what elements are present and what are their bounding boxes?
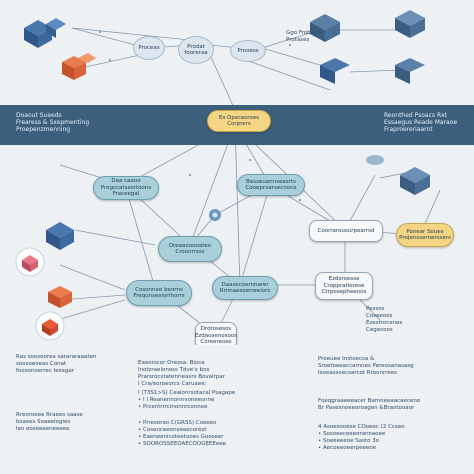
band2-center-list: I (T3S1>S) Cealonrsotacal Psagape • I I … bbox=[138, 390, 236, 410]
machine-cluster-top-right-icon bbox=[310, 10, 425, 84]
bottom-left-notes: Rreoroeee Rraees saase bsaees Soaeelogie… bbox=[16, 412, 83, 432]
band2-right-list: Foeqgraaeeeacer Bamneeaacaeceno Br Pases… bbox=[318, 398, 421, 411]
band1-left-text: Doaout Sueeds Frearess & Sxepmenting Pro… bbox=[16, 112, 90, 133]
left-blue-cluster-icon bbox=[46, 222, 74, 250]
band1-right-text: Reonthed Psoacs Rxt Essaegus Reade Marao… bbox=[384, 112, 458, 133]
central-process-node[interactable]: Es Operaoroes Corprers bbox=[207, 110, 271, 132]
band2-left-text: Ras soosoorea sarararaaaten soosoeoeas C… bbox=[16, 354, 97, 374]
middle-node-7[interactable]: Daasecoernnarer Rrimaesoerreeiors bbox=[212, 276, 278, 300]
top-node-b[interactable]: Prodat fooreraa bbox=[178, 36, 214, 64]
orange-cubes-icon bbox=[62, 53, 96, 80]
top-node-a[interactable]: Proceas bbox=[133, 36, 165, 60]
middle-node-10: Pessos Coseeoos Ezestronsnes Cegecoos bbox=[366, 306, 403, 333]
middle-node-5[interactable]: Oreaaooooateo Croonrrsss bbox=[158, 236, 222, 262]
band2-right-text: Proeuee Instoecsa & Sroetoeeaccarnnes Pe… bbox=[318, 356, 414, 376]
orange-cluster-mid-icon bbox=[48, 286, 72, 308]
blue-cubes-icon bbox=[24, 18, 66, 48]
middle-node-1[interactable]: Daa caaoo Progccatsesrtoons Fraceegal bbox=[93, 176, 159, 200]
band2-center-text: Eaeorscor Orezsa. Bioce lnotzraelonoss T… bbox=[138, 360, 225, 387]
middle-node-6[interactable]: Cosonnee beorns Frequnsesiorthorrs bbox=[126, 280, 192, 306]
middle-node-8[interactable]: Ezdsroesse Croppratiorese Ctrposepheenos bbox=[315, 272, 373, 300]
top-node-c[interactable]: Prooess bbox=[230, 40, 266, 62]
bottom-center-notes: • Prresorao C(GRSS) Coeeeo • Cosenceeons… bbox=[138, 420, 227, 447]
middle-node-3[interactable]: Coorrarousurpearrsd bbox=[309, 220, 383, 242]
middle-node-2[interactable]: Besseuannseasrts Cooeprvarsecnons bbox=[237, 174, 305, 196]
top-node-d: Ggo Frobcoss Protases bbox=[286, 30, 323, 43]
bottom-right-notes: 4 Asoesooese COoeec (2 Ccseo • Sosoeecee… bbox=[318, 424, 405, 451]
section-band-2 bbox=[0, 345, 474, 375]
middle-node-4[interactable]: Ponear Soues Projenssernerssers bbox=[396, 223, 454, 247]
